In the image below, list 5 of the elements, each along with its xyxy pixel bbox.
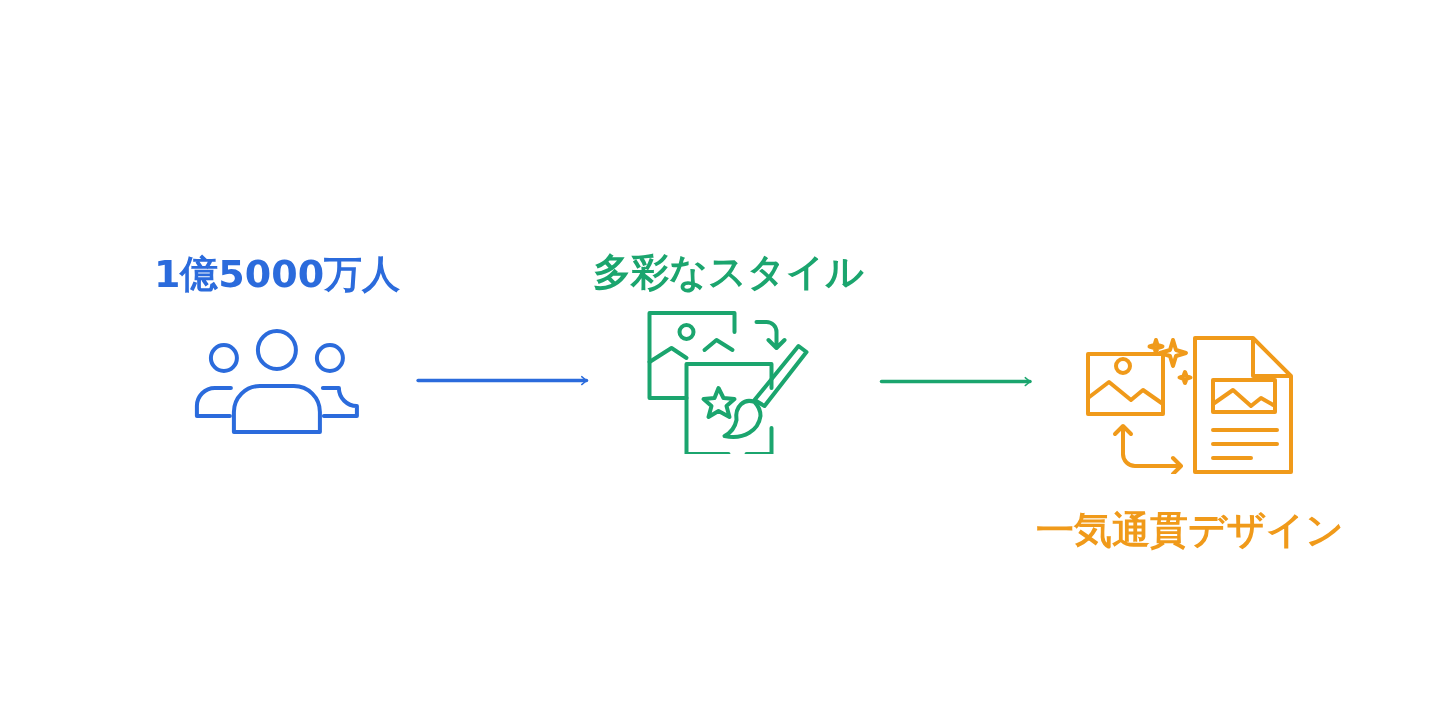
heading: 1億5000万人 xyxy=(153,252,401,298)
heading: 多彩なスタイル xyxy=(592,250,864,296)
arrow xyxy=(879,376,1032,387)
arrow xyxy=(416,375,589,386)
heading: 一気通貫デザイン xyxy=(1036,508,1344,554)
